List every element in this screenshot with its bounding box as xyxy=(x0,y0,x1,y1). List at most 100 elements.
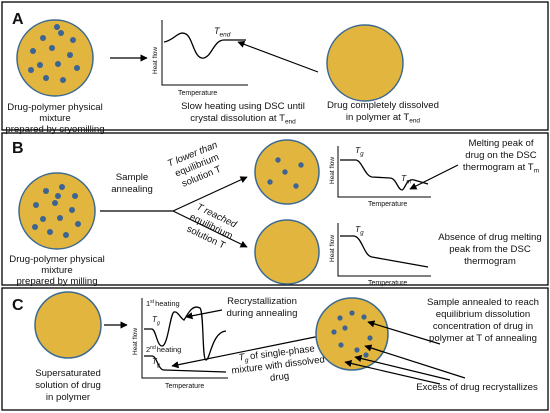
panel-a-middle-caption-1: Slow heating using DSC until xyxy=(181,101,305,112)
panel-a-middle-caption-2: crystal dissolution at Tend xyxy=(190,113,296,126)
arrow-melting-peak xyxy=(409,164,459,190)
branch-lower-arrow xyxy=(172,210,248,248)
drug-crystal-dot xyxy=(72,193,78,199)
arrow-excess-1 xyxy=(364,344,466,379)
arrow-recrystallization xyxy=(185,309,223,320)
drug-crystal-dot xyxy=(28,67,34,73)
drug-crystal-dot xyxy=(57,215,63,221)
graph-b-lower-xlabel: Temperature xyxy=(368,280,407,287)
drug-crystal-dot xyxy=(70,37,76,43)
drug-crystal-dot xyxy=(293,183,299,189)
drug-crystal-dot xyxy=(267,179,273,185)
arrow-equilibrium xyxy=(367,320,441,345)
graph-c-heating1-label: 1stheating xyxy=(146,299,180,308)
dsc-graph-b-upper: Heat flow Temperature Tg Tm xyxy=(329,145,431,208)
excess-note: Excess of drug recrystallizes xyxy=(416,382,538,393)
panel-b-left-caption-1: Drug-polymer physical xyxy=(9,254,104,265)
drug-crystal-dot xyxy=(33,202,39,208)
drug-crystal-dot xyxy=(54,24,60,30)
drug-crystal-dot xyxy=(52,200,58,206)
graph-b-upper-xlabel: Temperature xyxy=(368,201,407,208)
drug-crystal-dot xyxy=(338,342,344,348)
panel-a-left-caption-2: mixture xyxy=(39,113,70,124)
lower-note-2: peak from the DSC xyxy=(449,244,531,255)
arrow-excess-2 xyxy=(354,355,451,381)
drug-crystal-dot xyxy=(342,325,348,331)
graph-c-tg-2: Tg xyxy=(152,357,161,369)
drug-crystal-dot xyxy=(361,314,367,320)
upper-note-1: Melting peak of xyxy=(468,138,533,149)
graph-c-heating1-curve xyxy=(144,306,227,361)
graph-a-ylabel: Heat flow xyxy=(152,47,159,74)
drug-crystal-dot xyxy=(337,315,343,321)
graph-c-xlabel: Temperature xyxy=(165,383,204,390)
graph-a-tend-label: Tend xyxy=(214,26,231,39)
drug-crystal-dot xyxy=(298,162,304,168)
panel-c-frame xyxy=(1,287,549,411)
graph-c-axes xyxy=(141,298,228,379)
fully-dissolved-particle xyxy=(254,219,320,285)
drug-crystal-dot xyxy=(55,193,61,199)
drug-crystal-dot xyxy=(32,224,38,230)
panel-c-left-caption-1: Supersaturated xyxy=(35,368,101,379)
drug-crystal-dot xyxy=(367,335,373,341)
drug-crystal-dots xyxy=(28,24,80,83)
drug-crystal-dot xyxy=(59,184,65,190)
drug-crystal-dot xyxy=(69,207,75,213)
graph-a-axes xyxy=(161,20,248,86)
dsc-graph-a: Heat flow Temperature Tend xyxy=(152,20,248,97)
graph-b-upper-curve xyxy=(340,159,429,191)
drug-crystal-dot xyxy=(43,188,49,194)
graph-b-lower-tg: Tg xyxy=(355,224,364,237)
milled-mixture-particle xyxy=(18,172,96,250)
drug-crystal-dot xyxy=(67,52,73,58)
graph-b-lower-ylabel: Heat flow xyxy=(329,235,336,262)
panel-c-label: C xyxy=(12,297,24,314)
drug-crystal-dot xyxy=(63,232,69,238)
arrow-single-phase-tg xyxy=(171,335,321,369)
drug-crystal-dot xyxy=(275,157,281,163)
drug-crystal-dot xyxy=(58,30,64,36)
branch-upper-arrow xyxy=(172,176,248,212)
single-phase-line-3: drug xyxy=(269,371,289,384)
graph-b-lower-curve xyxy=(340,235,429,268)
panel-a-left-caption-3: prepared by cryomilling xyxy=(5,124,104,135)
upper-note-2: drug on the DSC xyxy=(465,150,537,161)
arrow-excess-3 xyxy=(344,359,441,385)
lower-note-1: Absence of drug melting xyxy=(438,232,541,243)
drug-crystal-dot xyxy=(30,48,36,54)
graph-c-heating2-curve xyxy=(144,355,227,373)
panel-b-label: B xyxy=(12,140,24,157)
right-note-3: concentration of drug in xyxy=(433,321,533,332)
supersaturated-particle xyxy=(34,291,102,359)
drug-crystal-dot xyxy=(282,169,288,175)
right-note-2: equilibrium dissolution xyxy=(436,309,530,320)
graph-b-upper-ylabel: Heat flow xyxy=(329,157,336,184)
panel-a-frame xyxy=(1,1,549,131)
recryst-note-2: during annealing xyxy=(227,308,298,319)
right-note-1: Sample annealed to reach xyxy=(427,297,539,308)
right-note-4: polymer at T of annealing xyxy=(429,333,537,344)
drug-crystal-dot xyxy=(74,65,80,71)
graph-b-upper-axes xyxy=(337,146,431,198)
graph-c-tg-1: Tg xyxy=(152,315,161,327)
drug-crystal-dot xyxy=(37,62,43,68)
recrystallized-drug-dots xyxy=(331,310,373,358)
drug-crystal-dot xyxy=(47,229,53,235)
graph-b-upper-tm: Tm xyxy=(401,173,411,186)
lower-branch-label: T reached equilibrium solution T xyxy=(185,202,239,252)
panel-b-frame xyxy=(1,132,549,286)
upper-note-3: thermogram at Tm xyxy=(463,162,539,175)
drug-polymer-mixture-particle xyxy=(16,19,94,97)
recryst-note-1: Recrystallization xyxy=(227,296,297,307)
drug-crystal-dot xyxy=(75,221,81,227)
panel-a-right-caption-2: in polymer at Tend xyxy=(346,112,421,125)
panel-b-left-caption-3: prepared by milling xyxy=(16,276,97,287)
drug-crystal-dot xyxy=(40,216,46,222)
drug-crystal-dot xyxy=(354,347,360,353)
arrow-a-right xyxy=(237,40,319,73)
graph-b-upper-tg: Tg xyxy=(355,145,364,158)
upper-branch-label: T lower than equilibrium solution T xyxy=(166,140,223,190)
